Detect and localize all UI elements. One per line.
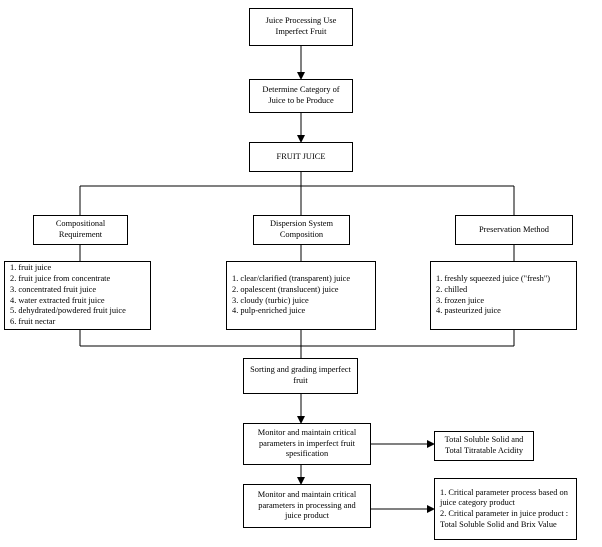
preservation-header: Preservation Method (455, 215, 573, 245)
node-text-line: Sorting and grading imperfect (250, 365, 351, 375)
node-text-line: 4. water extracted fruit juice (10, 295, 105, 305)
node-text-line: spesification (285, 449, 329, 459)
node-text-line: Total Titratable Acidity (444, 446, 524, 455)
node-text-line: Juice Processing Use (265, 16, 337, 26)
node-text-line: 3. cloudy (turbic) juice (232, 295, 309, 305)
node-text-line: 1. Critical parameter process based on (440, 487, 568, 497)
node-text-line: Determine Category of (262, 85, 340, 95)
node-text-line: Composition (279, 230, 324, 239)
node-text-line: Monitor and maintain critical (257, 489, 357, 499)
node-text-line: juice product (285, 511, 329, 521)
node-text-line: 2. Critical parameter in juice product : (440, 509, 569, 518)
node-text-line: 4. pasteurized juice (436, 306, 501, 316)
node-text-line: Monitor and maintain critical (257, 427, 357, 437)
node-text-line: Total Soluble Solid and Brix Value (440, 519, 557, 529)
node-text-line: parameters in imperfect fruit (258, 438, 356, 448)
node-text-line: Imperfect Fruit (275, 27, 327, 36)
node-text-line: 6. fruit nectar (10, 317, 56, 326)
node-text-line: 3. concentrated fruit juice (10, 284, 97, 294)
node-text-line: 2. chilled (436, 284, 468, 294)
fruit-juice-node-text: FRUIT JUICE (277, 152, 326, 163)
node-text-line: fruit (293, 376, 308, 385)
node-text-line: FRUIT JUICE (276, 151, 326, 161)
node-text-line: 1. fruit juice (10, 263, 52, 273)
node-text-line: 2. fruit juice from concentrate (10, 274, 111, 283)
node-text-line: Juice to be Produce (268, 96, 334, 105)
node-text-line: Requirement (58, 230, 103, 239)
preservation-header-text: Preservation Method (479, 225, 549, 236)
node-text-line: 5. dehydrated/powdered fruit juice (10, 306, 126, 316)
preservation-list-text: 1. freshly squeezed juice ("fresh")2. ch… (436, 274, 550, 317)
node-text-line: parameters in processing and (258, 500, 356, 510)
node-text-line: 1. freshly squeezed juice ("fresh") (436, 274, 551, 283)
preservation-list: 1. freshly squeezed juice ("fresh")2. ch… (430, 261, 577, 330)
node-text-line: Compositional (55, 219, 106, 229)
node-text-line: 3. frozen juice (436, 295, 485, 305)
node-text-line: Preservation Method (478, 224, 549, 234)
node-text-line: juice category product (440, 498, 515, 508)
node-text-line: Dispersion System (269, 219, 334, 229)
node-text-line: Total Soluble Solid and (444, 435, 524, 445)
node-text-line: 1. clear/clarified (transparent) juice (232, 274, 351, 283)
node-text-line: 2. opalescent (translucent) juice (232, 284, 339, 294)
node-text-line: 4. pulp-enriched juice (232, 306, 306, 316)
fruit-juice-node: FRUIT JUICE (249, 142, 353, 172)
